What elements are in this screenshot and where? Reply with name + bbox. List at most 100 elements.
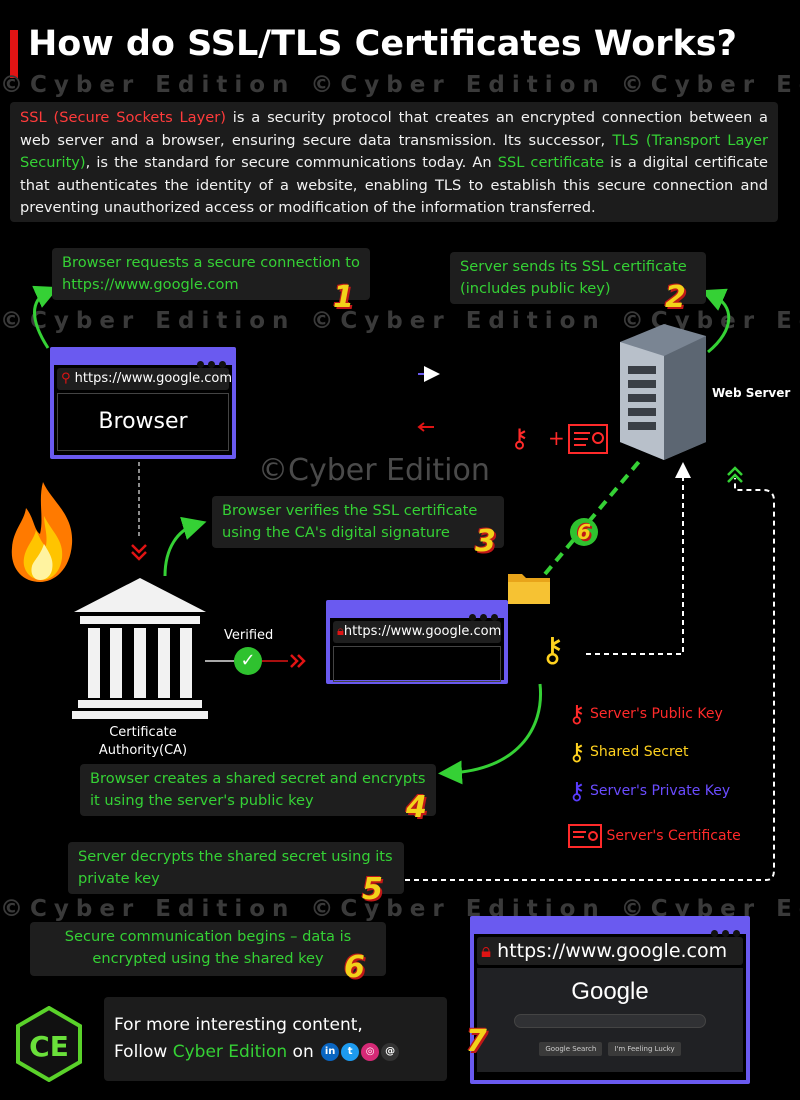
checkmark-icon: ✓ — [234, 647, 262, 675]
step7-number: 7 — [466, 1024, 487, 1059]
browser-address-bar[interactable]: 🔒︎https://www.google.com — [333, 621, 501, 643]
chevron-right-icon — [290, 654, 306, 668]
step3-number: 3 — [475, 524, 496, 559]
ssl-term: SSL (Secure Sockets Layer) — [20, 109, 226, 126]
step2-number: 2 — [665, 280, 686, 315]
google-logo: Google — [571, 978, 649, 1005]
step6-box: Secure communication begins – data is en… — [30, 922, 386, 976]
chevron-up-icon — [727, 466, 743, 483]
footer-on: on — [287, 1042, 314, 1062]
title-accent-bar — [10, 30, 18, 78]
lock-icon: 🔒︎ — [337, 624, 344, 639]
server-label: Web Server — [712, 386, 791, 400]
step6-badge-number: 6 — [577, 520, 591, 544]
legend-label: Server's Public Key — [590, 706, 723, 722]
window-dot-icon — [197, 361, 204, 368]
browser-address-bar[interactable]: 🔒︎ https://www.google.com — [477, 937, 743, 965]
intro-text: is a digital certificate that authentica… — [20, 154, 769, 216]
public-key-icon: ⚷ — [510, 424, 530, 454]
verified-label: Verified — [224, 628, 274, 643]
window-titlebar — [54, 351, 232, 368]
footer-box — [104, 997, 447, 1081]
window-dot-icon — [219, 361, 226, 368]
ca-label-line1: Certificate — [109, 725, 177, 740]
window-titlebar — [474, 920, 746, 937]
tls-term: TLS (Transport Layer Security) — [20, 131, 768, 172]
server-icon — [620, 324, 706, 460]
legend-public-key: ⚷ Server's Public Key — [568, 700, 723, 728]
window-dot-icon — [208, 361, 215, 368]
window-dot-icon — [480, 614, 487, 621]
fire-icon — [11, 482, 73, 582]
browser-content-area — [333, 646, 501, 682]
google-search-button[interactable]: Google Search — [539, 1042, 603, 1056]
folder-icon — [508, 574, 550, 604]
linkedin-icon[interactable]: in — [321, 1043, 340, 1061]
footer-follow: Follow — [114, 1042, 173, 1062]
step2-box: Server sends its SSL certificate (includ… — [450, 252, 706, 304]
purple-key-icon: ⚷ — [568, 777, 586, 805]
google-page: Google Google Search I'm Feeling Lucky — [477, 968, 743, 1072]
browser-url: https://www.google.com — [74, 371, 233, 386]
legend-shared-secret: ⚷ Shared Secret — [568, 738, 689, 766]
step6-number: 6 — [344, 950, 365, 985]
secure-channel-line — [543, 456, 644, 576]
arrow-step4 — [438, 683, 543, 785]
bank-icon — [72, 578, 208, 719]
logo-text: CE — [29, 1030, 69, 1063]
red-key-icon: ⚷ — [568, 700, 586, 728]
step6-badge: 6 — [570, 518, 598, 546]
feeling-lucky-button[interactable]: I'm Feeling Lucky — [608, 1042, 681, 1056]
google-search-input[interactable] — [514, 1014, 706, 1028]
legend-private-key: ⚷ Server's Private Key — [568, 777, 730, 805]
browser-url: https://www.google.com — [343, 624, 502, 639]
legend-label: Server's Private Key — [590, 783, 731, 799]
ca-label-line2: Authority(CA) — [98, 743, 188, 758]
window-dot-icon — [733, 930, 740, 937]
google-buttons: Google Search I'm Feeling Lucky — [477, 1036, 743, 1056]
footer-line1: For more interesting content, — [114, 1015, 363, 1035]
step1-number: 1 — [333, 280, 354, 315]
browser-address-bar[interactable]: ⚲ https://www.google.com — [57, 368, 233, 390]
step4-box: Browser creates a shared secret and encr… — [80, 764, 436, 816]
window-dot-icon — [491, 614, 498, 621]
step3-box: Browser verifies the SSL certificate usi… — [212, 496, 504, 548]
instagram-icon[interactable]: ◎ — [361, 1043, 380, 1061]
ca-label: Certificate Authority(CA) — [78, 724, 208, 760]
browser-window: ⚲ https://www.google.com Browser — [50, 347, 236, 459]
intro-text: is a security protocol that creates an e… — [20, 109, 768, 149]
step4-number: 4 — [406, 790, 427, 825]
cyber-edition-logo: CE — [16, 1006, 82, 1082]
search-icon: ⚲ — [61, 371, 71, 386]
yellow-key-icon: ⚷ — [568, 738, 586, 766]
shared-secret-key-icon: ⚷ — [540, 630, 565, 670]
arrow-step1 — [32, 285, 59, 349]
window-dot-icon — [711, 930, 718, 937]
verified-browser-window: 🔒︎https://www.google.com — [326, 600, 508, 684]
step5-number: 5 — [362, 872, 383, 907]
intro-paragraph: SSL (Secure Sockets Layer) is a security… — [10, 102, 778, 222]
watermark-center: ©Cyber Edition — [258, 453, 490, 488]
step5-box: Server decrypts the shared secret using … — [68, 842, 404, 894]
google-browser-window: 🔒︎ https://www.google.com Google Google … — [470, 916, 750, 1084]
chevron-down-icon — [131, 544, 147, 561]
page-title: How do SSL/TLS Certificates Works? — [28, 24, 737, 64]
threads-icon[interactable]: @ — [381, 1043, 400, 1061]
legend-label: Server's Certificate — [606, 828, 741, 844]
legend-label: Shared Secret — [590, 744, 689, 760]
plus-sign: + — [548, 426, 565, 450]
twitter-icon[interactable]: t — [341, 1043, 360, 1061]
intro-text: , is the standard for secure communicati… — [85, 154, 498, 171]
footer-text: For more interesting content, Follow Cyb… — [114, 1012, 400, 1066]
certificate-icon — [568, 424, 608, 454]
lock-icon: 🔒︎ — [481, 940, 492, 962]
legend-certificate: Server's Certificate — [568, 824, 741, 848]
arrow-step3 — [163, 516, 207, 577]
browser-label: Browser — [57, 393, 229, 451]
footer-brand[interactable]: Cyber Edition — [172, 1042, 288, 1062]
browser-url: https://www.google.com — [497, 940, 728, 962]
key-to-server-line — [586, 462, 691, 655]
window-titlebar — [330, 604, 504, 621]
